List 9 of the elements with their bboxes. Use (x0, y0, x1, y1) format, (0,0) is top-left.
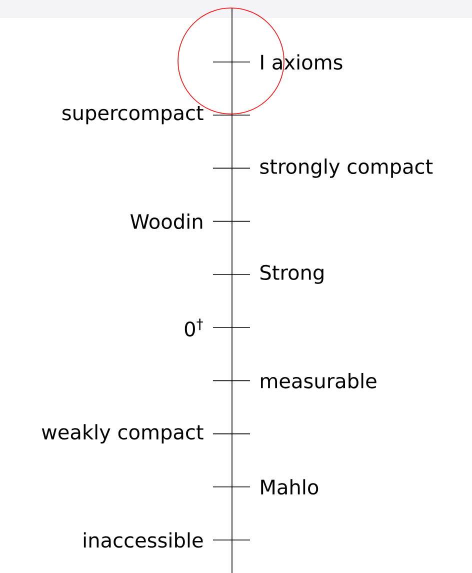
level-label: supercompact (62, 106, 204, 124)
level-label: Strong (260, 264, 324, 284)
level-label: inaccessible (84, 532, 203, 548)
level-label: Mahlo (261, 479, 318, 495)
level-label: 0$^{†}$ (184, 318, 203, 337)
level-label: strongly compact (260, 158, 433, 178)
level-label: measurable (261, 372, 376, 388)
level-label: weakly compact (42, 424, 204, 444)
level-label: Woodin (130, 214, 202, 230)
